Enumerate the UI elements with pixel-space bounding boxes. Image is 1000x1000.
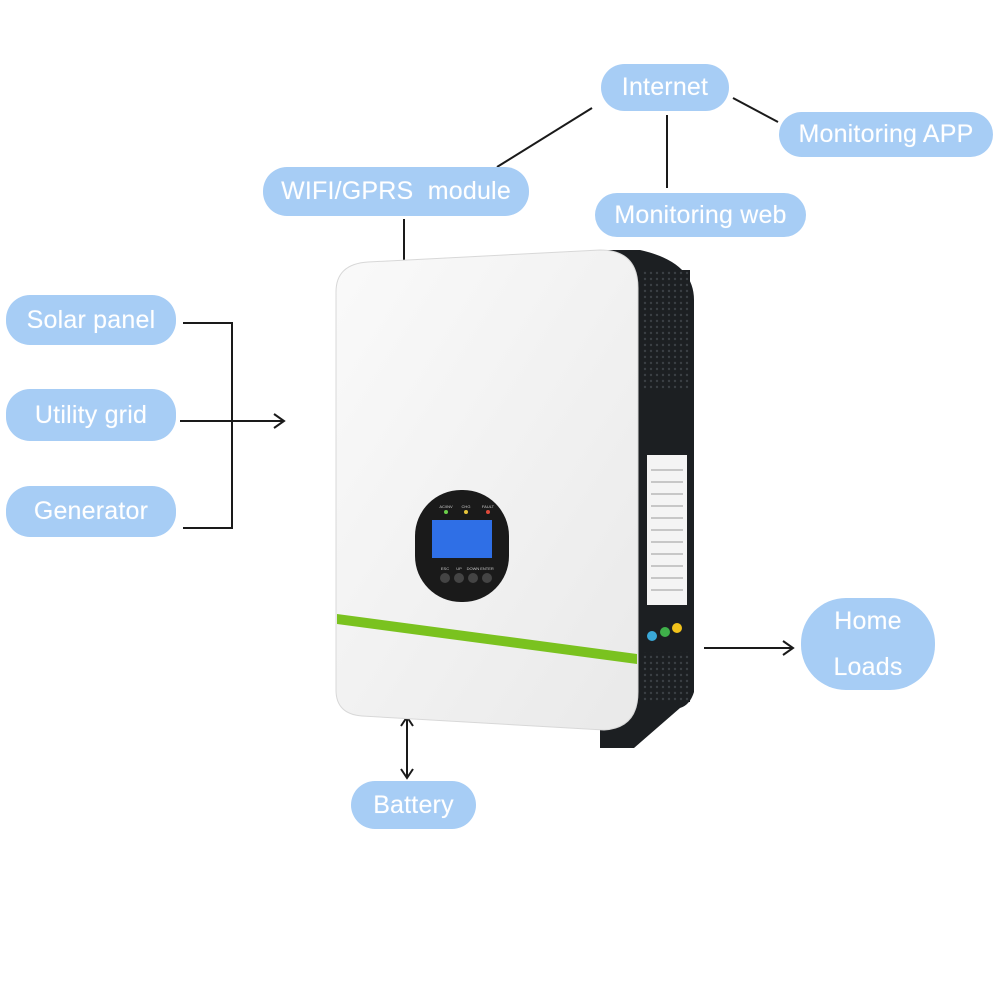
label-solar-panel: Solar panel [6, 295, 176, 345]
indicator-label: FAULT [482, 504, 495, 509]
vent-mesh-bottom [642, 652, 690, 702]
led-ac-inv [444, 510, 448, 514]
label-monitoring-web-text: Monitoring web [614, 200, 787, 229]
button-label: DOWN [467, 566, 480, 571]
label-monitoring-web: Monitoring web [595, 193, 806, 237]
button-up [454, 573, 464, 583]
lcd-screen [432, 520, 492, 558]
label-generator-text: Generator [33, 497, 149, 525]
rating-label-lines [651, 469, 683, 591]
port-yellow [672, 623, 682, 633]
label-battery: Battery [351, 781, 476, 829]
accent-stripe [337, 614, 637, 664]
label-utility-grid-text: Utility grid [34, 400, 148, 429]
bracket-sources [183, 322, 233, 529]
indicator-label: CHG [462, 504, 471, 509]
button-down [468, 573, 478, 583]
port-blue [647, 631, 657, 641]
indicator-label: AC/INV [439, 504, 453, 509]
label-solar-panel-text: Solar panel [26, 305, 156, 334]
button-esc [440, 573, 450, 583]
front-panel [335, 249, 639, 731]
led-fault [486, 510, 490, 514]
label-utility-grid: Utility grid [6, 389, 176, 441]
line-wifi-internet [496, 107, 593, 168]
label-wifi-module: WIFI/GPRS module [263, 167, 529, 216]
label-wifi-module-text: WIFI/GPRS module [281, 177, 511, 205]
inverter-device [335, 249, 694, 748]
label-generator: Generator [6, 486, 176, 537]
connector-lines [180, 97, 795, 780]
line-internet-app [732, 97, 779, 123]
button-label: UP [456, 566, 462, 571]
arrowhead-sources [273, 413, 286, 429]
led-chg [464, 510, 468, 514]
label-home-loads-line2: Loads [833, 653, 903, 681]
button-label: ESC [441, 566, 449, 571]
label-home-loads: Home Loads [801, 598, 935, 690]
label-home-loads-line1: Home [834, 607, 902, 635]
arrowhead-homeloads [782, 640, 795, 656]
label-monitoring-app: Monitoring APP [779, 112, 993, 157]
label-internet-text: Internet [621, 73, 709, 101]
button-enter [482, 573, 492, 583]
button-label: ENTER [480, 566, 494, 571]
label-monitoring-app-text: Monitoring APP [798, 120, 974, 148]
arrowhead-battery-down [400, 768, 414, 780]
port-green [660, 627, 670, 637]
vent-mesh-top [642, 270, 690, 390]
label-battery-text: Battery [373, 790, 454, 819]
label-internet: Internet [601, 64, 729, 111]
